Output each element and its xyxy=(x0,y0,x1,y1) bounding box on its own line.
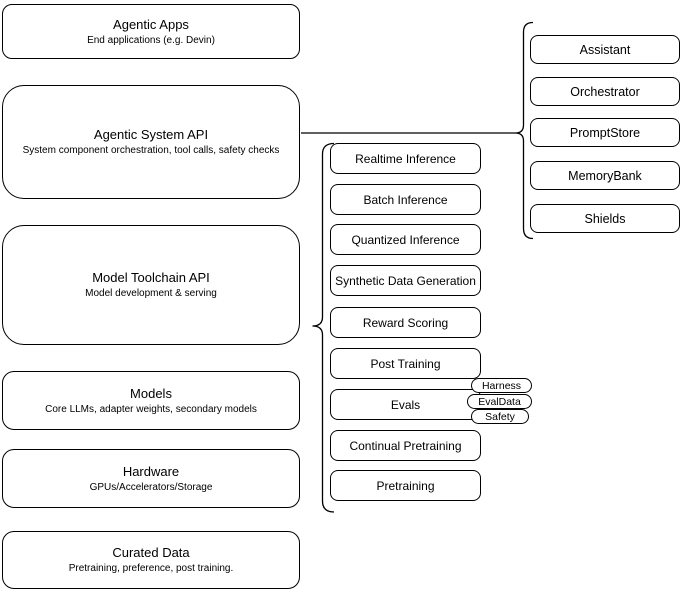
box-curated-data-title: Curated Data xyxy=(112,545,190,560)
node-orchestrator: Orchestrator xyxy=(530,77,680,106)
box-agentic-system-api-title: Agentic System API xyxy=(93,127,209,142)
box-agentic-apps-title: Agentic Apps xyxy=(113,16,189,32)
box-model-toolchain-api: Model Toolchain API Model development & … xyxy=(2,225,300,345)
box-model-toolchain-api-subtitle: Model development & serving xyxy=(85,288,217,299)
pill-evaldata: EvalData xyxy=(467,394,532,409)
box-agentic-system-api: Agentic System API System component orch… xyxy=(2,85,300,199)
box-curated-data-subtitle: Pretraining, preference, post training. xyxy=(68,563,234,574)
node-pretraining: Pretraining xyxy=(330,470,481,501)
box-agentic-apps: Agentic Apps End applications (e.g. Devi… xyxy=(2,4,300,59)
node-synthetic-data-generation: Synthetic Data Generation xyxy=(330,265,481,296)
node-assistant: Assistant xyxy=(530,35,680,64)
pill-safety: Safety xyxy=(471,409,529,424)
box-hardware: Hardware GPUs/Accelerators/Storage xyxy=(2,449,300,508)
box-models: Models Core LLMs, adapter weights, secon… xyxy=(2,371,300,430)
node-evals: Evals xyxy=(330,389,481,420)
box-models-subtitle: Core LLMs, adapter weights, secondary mo… xyxy=(45,403,257,415)
node-realtime-inference: Realtime Inference xyxy=(330,143,481,174)
pill-harness: Harness xyxy=(471,378,532,393)
node-memorybank: MemoryBank xyxy=(530,161,680,190)
node-quantized-inference: Quantized Inference xyxy=(330,224,481,255)
box-hardware-subtitle: GPUs/Accelerators/Storage xyxy=(89,481,213,493)
node-shields: Shields xyxy=(530,204,680,233)
box-agentic-system-api-subtitle: System component orchestration, tool cal… xyxy=(22,145,280,156)
node-promptstore: PromptStore xyxy=(530,118,680,147)
box-agentic-apps-subtitle: End applications (e.g. Devin) xyxy=(87,34,215,46)
node-continual-pretraining: Continual Pretraining xyxy=(330,430,481,461)
box-hardware-title: Hardware xyxy=(122,463,180,479)
node-reward-scoring: Reward Scoring xyxy=(330,307,481,338)
node-post-training: Post Training xyxy=(330,348,481,379)
box-models-title: Models xyxy=(130,385,172,401)
box-model-toolchain-api-title: Model Toolchain API xyxy=(92,270,210,285)
node-batch-inference: Batch Inference xyxy=(330,184,481,215)
box-curated-data: Curated Data Pretraining, preference, po… xyxy=(2,531,300,589)
